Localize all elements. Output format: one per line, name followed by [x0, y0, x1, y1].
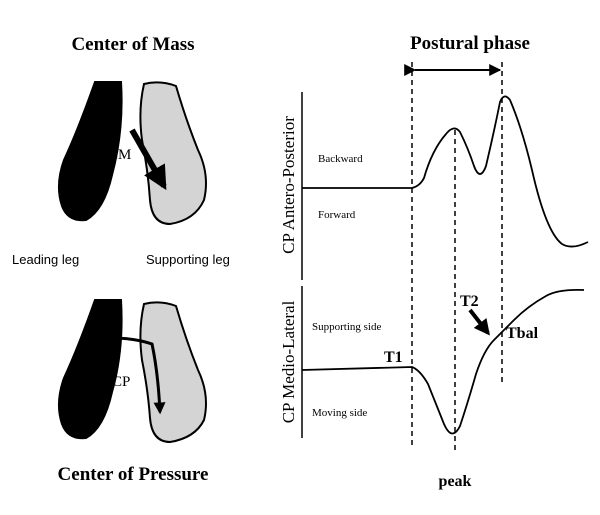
peak-label: peak [439, 473, 472, 490]
leading-foot-bottom [58, 299, 123, 440]
leading-leg-label: Leading leg [12, 252, 79, 267]
center-of-mass-title: Center of Mass [71, 34, 194, 55]
supporting-leg-label: Supporting leg [146, 252, 230, 267]
supporting-foot-bottom [139, 301, 207, 444]
cp-trajectory [102, 336, 166, 415]
ml-curve [301, 288, 585, 435]
ap-curve [302, 95, 589, 248]
tbal-label: Tbal [506, 325, 539, 342]
leading-foot-top [58, 81, 123, 222]
postural-phase-title: Postural phase [410, 33, 530, 54]
t2-label: T2 [460, 293, 479, 310]
ap-axis-label: CP Antero-Posterior [279, 116, 298, 254]
t2-arrow [468, 308, 490, 336]
cp-label: CP [112, 374, 130, 390]
t1-label: T1 [384, 349, 403, 366]
backward-label: Backward [318, 153, 363, 165]
forward-label: Forward [318, 209, 356, 221]
cm-label: CM [108, 147, 131, 163]
supporting-side-label: Supporting side [312, 321, 381, 333]
supporting-foot-top [139, 81, 207, 226]
center-of-pressure-title: Center of Pressure [58, 464, 209, 485]
cm-arrow [129, 128, 167, 191]
moving-side-label: Moving side [312, 407, 367, 419]
ml-axis-label: CP Medio-Lateral [279, 300, 298, 423]
